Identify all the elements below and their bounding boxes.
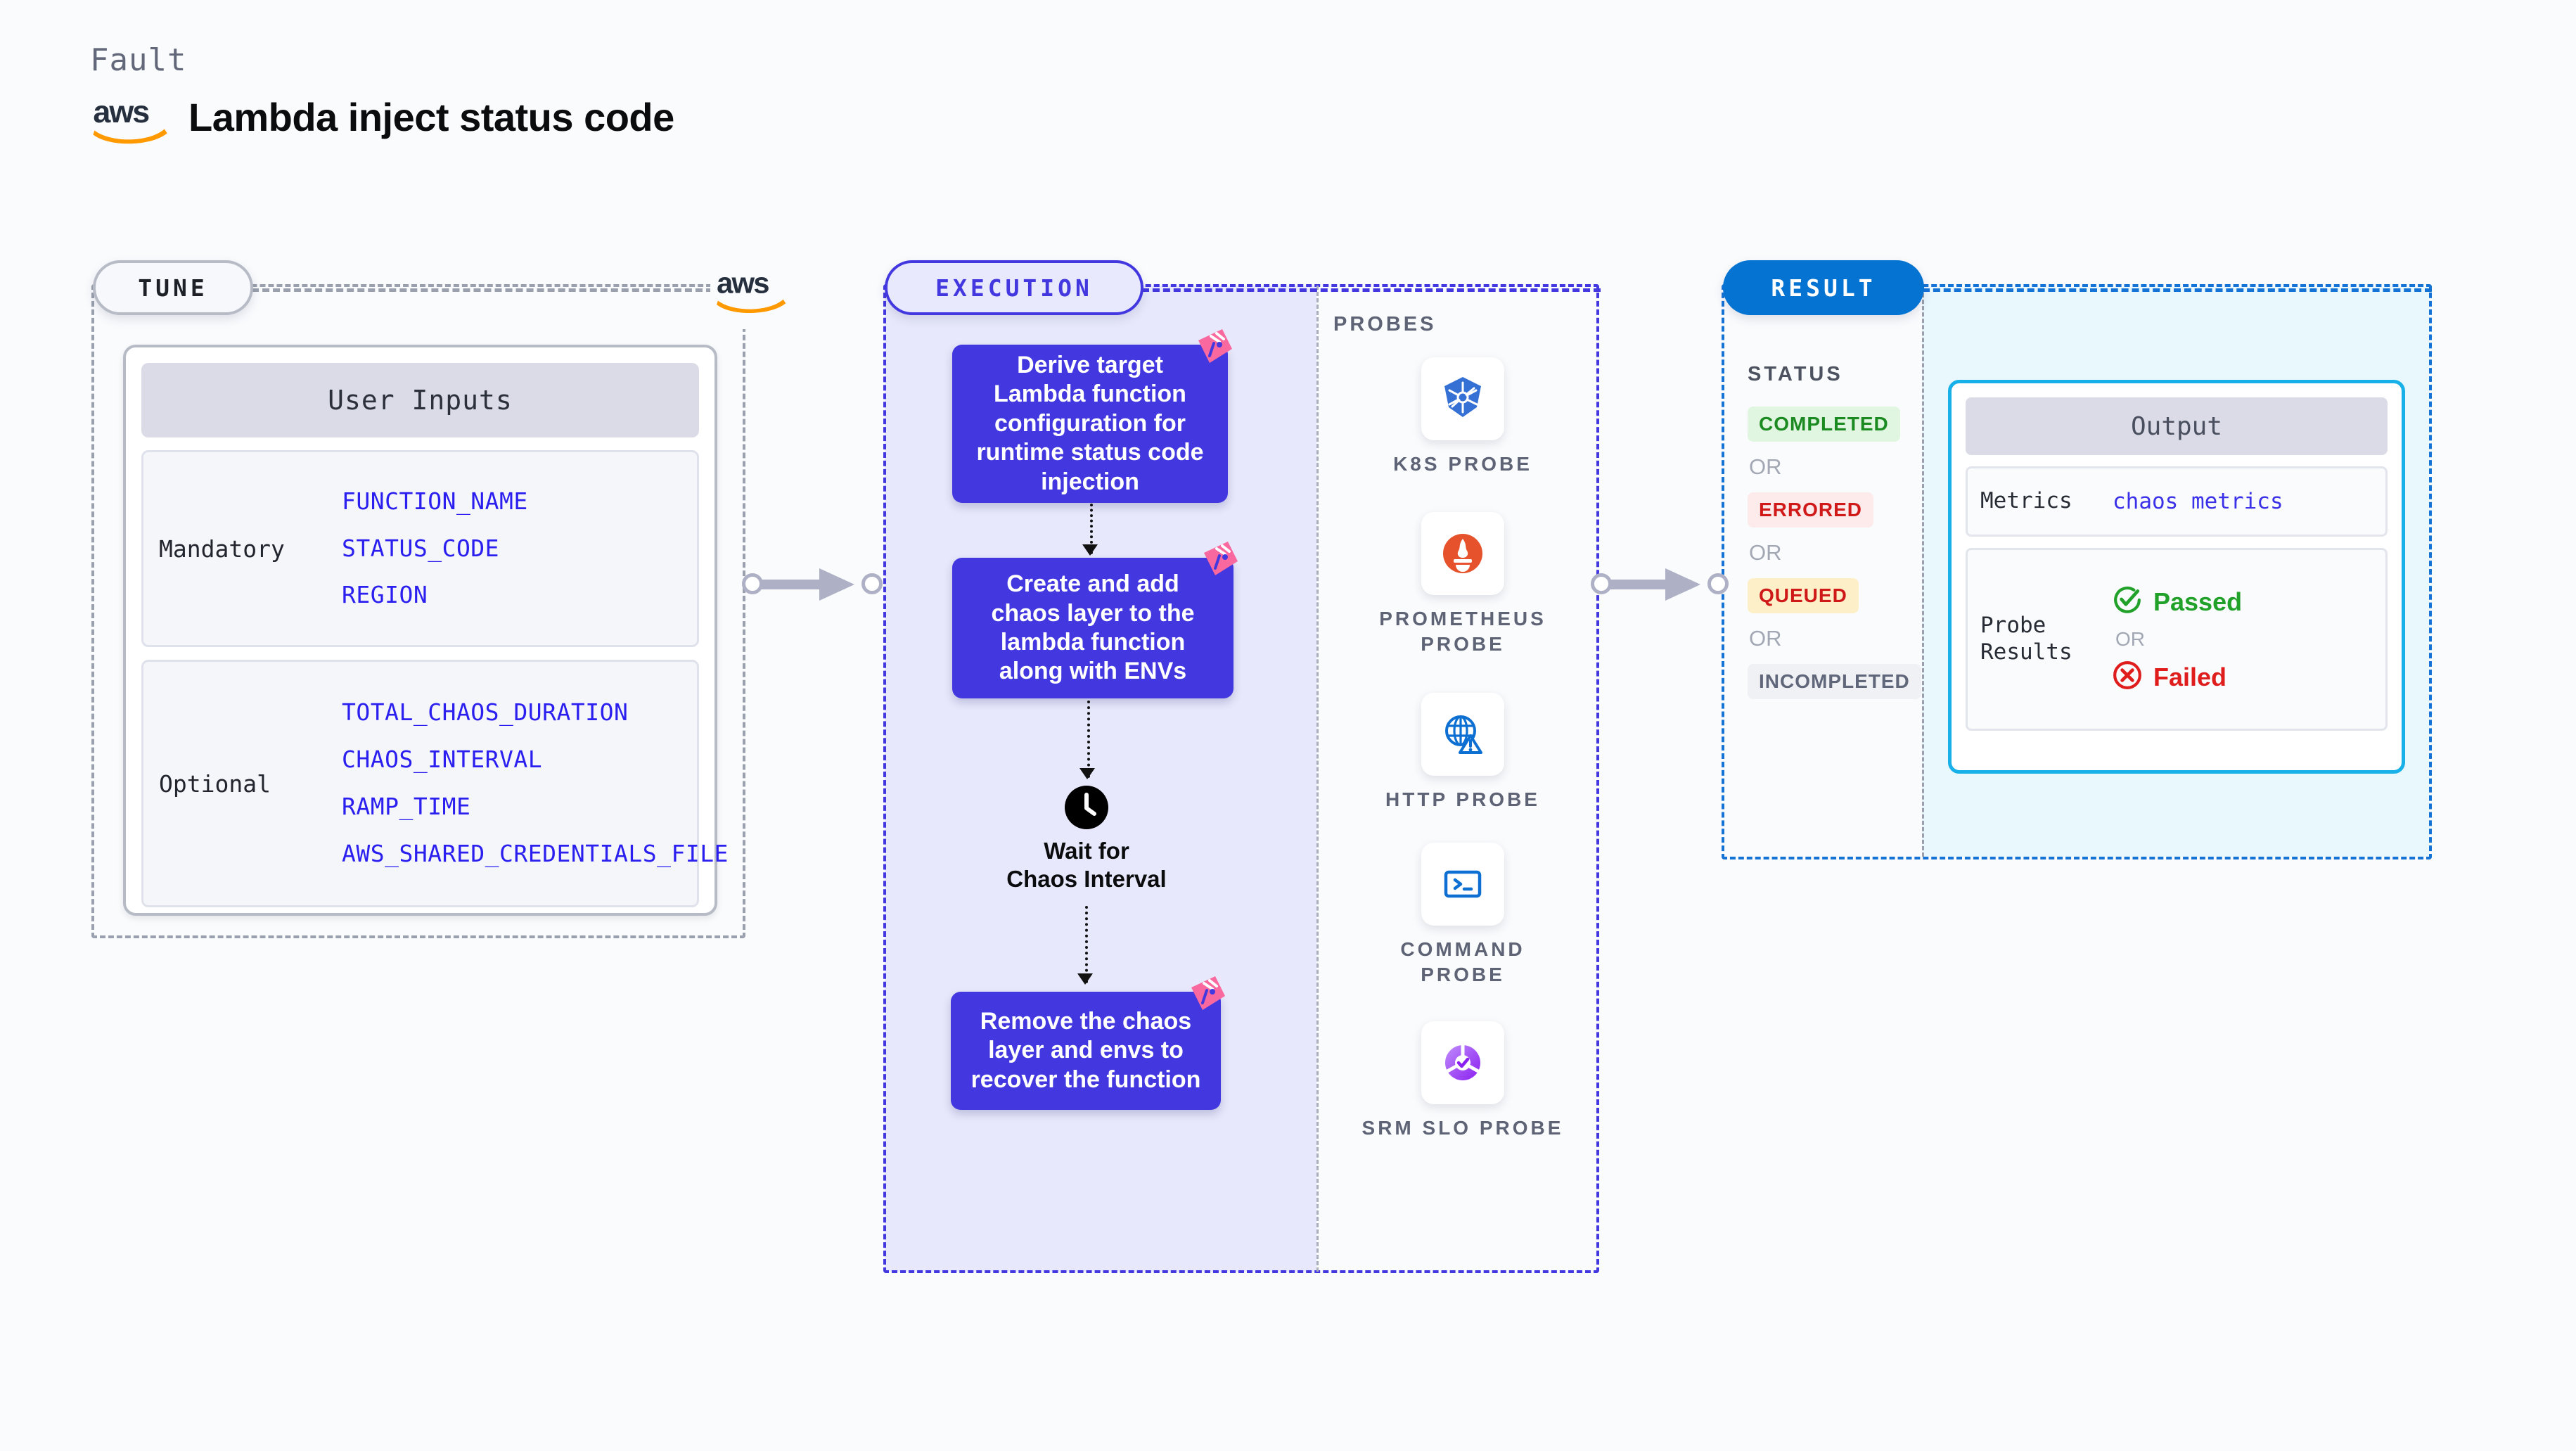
mandatory-label: Mandatory: [159, 535, 285, 563]
kubernetes-icon: [1421, 357, 1504, 440]
output-card: Output Metrics chaos metrics Probe Resul…: [1948, 380, 2405, 774]
probe-item-srm-slo[interactable]: SRM SLO PROBE: [1357, 1021, 1568, 1141]
status-or-3: OR: [1749, 626, 1782, 651]
output-probe-results-row: Probe Results Passed OR: [1966, 548, 2388, 731]
status-or-2: OR: [1749, 540, 1782, 565]
status-badge-errored: ERRORED: [1748, 492, 1874, 528]
connector-start-dot: [742, 573, 763, 594]
input-total-chaos-duration[interactable]: TOTAL_CHAOS_DURATION: [342, 698, 629, 727]
execution-step-3[interactable]: Remove the chaos layer and envs to recov…: [951, 992, 1221, 1110]
svg-text:aws: aws: [717, 267, 769, 300]
probe-item-command[interactable]: COMMAND PROBE: [1357, 843, 1568, 988]
wait-for-chaos-interval-node: Wait for Chaos Interval: [1006, 785, 1167, 893]
result-section-frame: [1722, 284, 2432, 859]
tune-connector-line: [252, 288, 734, 292]
connector-execution-to-result: [1591, 568, 1729, 601]
failed-label: Failed: [2153, 662, 2227, 691]
page-header: Fault aws Lambda inject status code: [90, 42, 674, 144]
terminal-icon: [1421, 843, 1504, 926]
probe-item-http[interactable]: HTTP PROBE: [1357, 693, 1568, 812]
aws-logo-icon: aws: [90, 89, 173, 144]
status-badge-queued: QUEUED: [1748, 578, 1859, 613]
check-circle-icon: [2113, 585, 2142, 618]
status-list: COMPLETED OR ERRORED OR QUEUED OR INCOMP…: [1748, 407, 1921, 699]
result-connector-line: [1923, 288, 2432, 292]
status-or-1: OR: [1749, 454, 1782, 479]
input-chaos-interval[interactable]: CHAOS_INTERVAL: [342, 746, 543, 774]
connector-tune-to-execution: [742, 568, 883, 601]
probe-result-passed: Passed: [2113, 585, 2242, 618]
optional-inputs-group: Optional TOTAL_CHAOS_DURATION CHAOS_INTE…: [141, 660, 729, 907]
status-title: STATUS: [1748, 363, 1843, 385]
clock-icon: [1064, 785, 1109, 830]
probe-label: SRM SLO PROBE: [1361, 1117, 1564, 1139]
probe-result-or: OR: [2115, 628, 2145, 650]
user-inputs-card: User Inputs Mandatory FUNCTION_NAME STAT…: [123, 345, 729, 916]
status-badge-incompleted: INCOMPLETED: [1748, 664, 1921, 699]
probe-label: K8S PROBE: [1393, 453, 1532, 475]
prometheus-icon: [1421, 512, 1504, 595]
chaos-badge-icon: [1188, 975, 1228, 1011]
execution-section-frame: [883, 284, 1599, 1273]
probe-result-failed: Failed: [2113, 660, 2242, 693]
chaos-badge-icon: [1196, 328, 1235, 364]
execution-connector-line: [1142, 288, 1601, 292]
input-status-code[interactable]: STATUS_CODE: [342, 534, 500, 562]
execution-step-2[interactable]: Create and add chaos layer to the lambda…: [952, 558, 1233, 698]
page-title: Lambda inject status code: [188, 94, 674, 139]
output-title: Output: [1966, 397, 2388, 455]
http-globe-warning-icon: [1421, 693, 1504, 776]
execution-section-pill[interactable]: EXECUTION: [885, 260, 1143, 315]
svg-text:aws: aws: [93, 94, 149, 129]
output-metrics-row: Metrics chaos metrics: [1966, 466, 2388, 537]
aws-badge-icon: aws: [710, 252, 795, 329]
probes-title: PROBES: [1333, 313, 1437, 335]
tune-section-pill[interactable]: TUNE: [93, 260, 253, 315]
probes-divider: [1316, 286, 1319, 1272]
input-ramp-time[interactable]: RAMP_TIME: [342, 793, 471, 820]
srm-slo-icon: [1421, 1021, 1504, 1104]
metrics-value[interactable]: chaos metrics: [2113, 489, 2283, 514]
wait-node-label: Wait for Chaos Interval: [1006, 838, 1167, 892]
cross-circle-icon: [2113, 660, 2142, 693]
input-function-name[interactable]: FUNCTION_NAME: [342, 487, 528, 515]
connector-start-dot: [1591, 573, 1612, 594]
execution-step-1[interactable]: Derive target Lambda function configurat…: [952, 345, 1228, 503]
user-inputs-title: User Inputs: [141, 363, 699, 437]
probe-item-prometheus[interactable]: PROMETHEUS PROBE: [1357, 512, 1568, 658]
fault-kicker: Fault: [90, 42, 187, 78]
probe-label: PROMETHEUS PROBE: [1379, 608, 1546, 656]
status-badge-completed: COMPLETED: [1748, 407, 1900, 442]
optional-label: Optional: [159, 769, 271, 798]
connector-end-dot: [861, 573, 883, 594]
result-divider: [1922, 287, 1924, 857]
metrics-key: Metrics: [1980, 488, 2072, 514]
connector-end-dot: [1707, 573, 1729, 594]
tune-section-frame: [91, 284, 745, 938]
input-aws-shared-credentials-file[interactable]: AWS_SHARED_CREDENTIALS_FILE: [342, 839, 729, 867]
passed-label: Passed: [2153, 587, 2243, 616]
input-region[interactable]: REGION: [342, 581, 428, 609]
result-section-pill[interactable]: RESULT: [1723, 260, 1924, 315]
probe-label: HTTP PROBE: [1385, 788, 1540, 810]
probe-results-key: Probe Results: [1980, 613, 2072, 665]
probe-item-k8s[interactable]: K8S PROBE: [1357, 357, 1568, 477]
chaos-badge-icon: [1201, 540, 1241, 577]
probe-label: COMMAND PROBE: [1400, 938, 1525, 986]
mandatory-inputs-group: Mandatory FUNCTION_NAME STATUS_CODE REGI…: [141, 450, 699, 647]
